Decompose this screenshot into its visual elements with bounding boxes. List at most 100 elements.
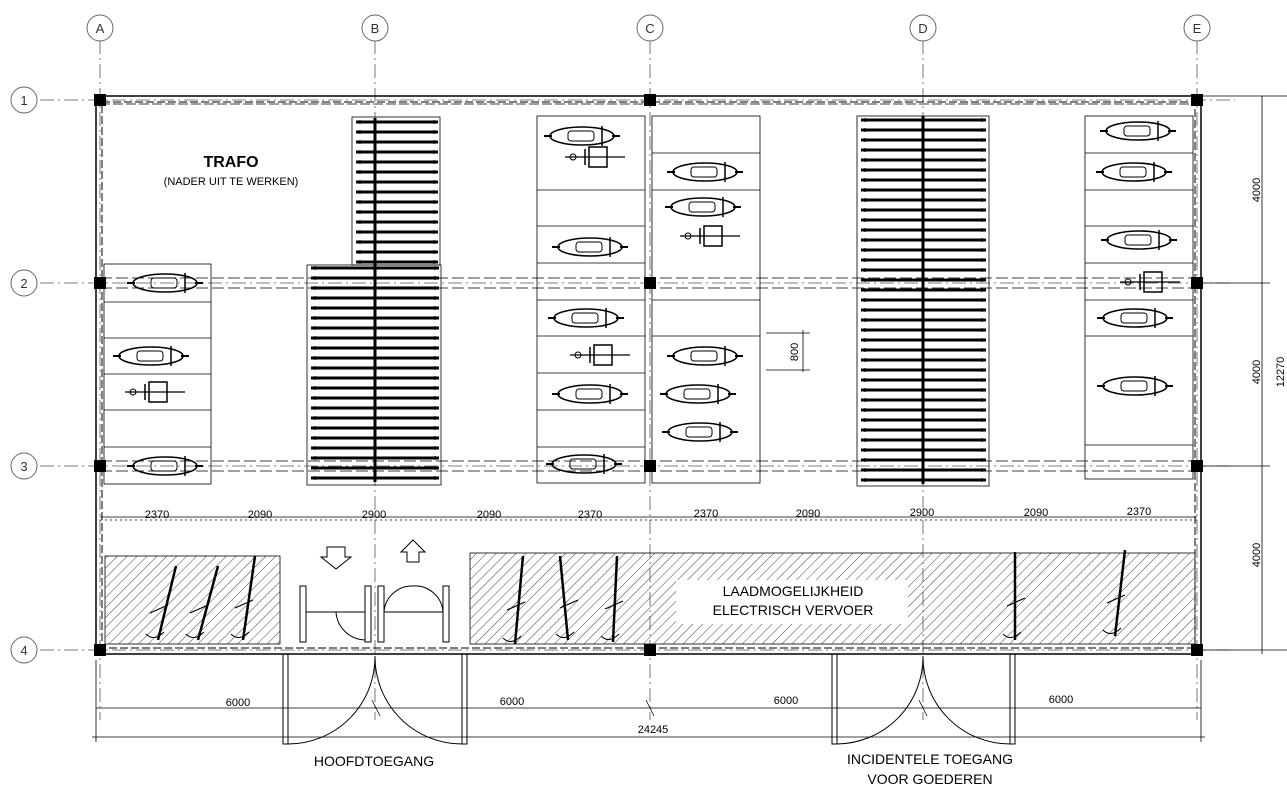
scooter-icon [548,308,624,328]
column-bubble-e: E [1183,14,1211,42]
bicycle-icon [356,150,438,154]
scooter-icon [662,422,738,442]
goods-entrance-label-line1: INCIDENTELE TOEGANG [847,751,1013,767]
dim-text: 4000 [1251,360,1263,384]
scooter-icon [667,162,743,182]
row-dimension-texts: 2370 2090 2900 2090 2370 2370 2090 2900 … [145,506,1151,521]
bicycle-icon [356,140,438,144]
bicycle-icon [356,220,438,224]
stall-dimension [766,330,810,372]
svg-text:E: E [1193,21,1202,36]
bicycle-icon [356,200,438,204]
dim-text: 2090 [1024,507,1048,519]
bicycle-icon [570,344,630,366]
bicycle-icon [356,240,438,244]
total-width-text: 24245 [638,724,669,736]
scooter-icon [1100,121,1176,141]
dim-text: 6000 [226,697,250,709]
bicycle-icon [356,130,438,134]
right-dimension-lines [1203,95,1287,654]
svg-text:D: D [918,21,927,36]
dim-text: 2900 [362,509,386,521]
dim-text: 2090 [796,508,820,520]
scooter-icon [552,384,628,404]
svg-text:3: 3 [20,459,27,474]
bicycle-icon [356,250,438,254]
dim-text: 2370 [694,508,718,520]
charging-label-line1: LAADMOGELIJKHEID [723,583,864,599]
bicycle-icon [356,120,438,124]
scooter-icon [552,237,628,257]
charging-zone-left [104,555,281,645]
column-bubble-b: B [361,14,389,42]
charging-bicycles [145,549,1127,645]
dim-text: 2090 [248,509,272,521]
dim-text: 2090 [477,509,501,521]
scooter-icon [546,454,622,474]
scooter-icon [1101,230,1177,250]
scooter-icon [127,456,203,476]
dim-text: 2900 [910,507,934,519]
bicycle-icon [555,555,579,641]
stall-width-text: 800 [789,343,801,361]
row-bubble-4: 4 [10,636,38,664]
dim-text: 6000 [774,695,798,707]
circulation-lines [100,516,1197,521]
arrow-up-icon [399,539,427,563]
structural-columns [94,94,1203,656]
bicycle-icon [680,225,740,247]
bottom-dimension-lines [92,660,1205,742]
bicycle-icon [502,555,526,645]
column-bubble-d: D [909,14,937,42]
bicycle-icon [185,565,220,641]
dim-text: 6000 [1049,694,1073,706]
bicycle-icon [565,146,625,168]
svg-text:B: B [371,21,380,36]
scooter-icon [113,346,189,366]
dim-text: 4000 [1251,178,1263,202]
row-bubble-1: 1 [10,86,38,114]
dim-text: 2370 [578,509,602,521]
main-entrance-label: HOOFDTOEGANG [314,753,434,769]
bicycle-icon [356,170,438,174]
svg-text:2: 2 [20,276,27,291]
svg-text:A: A [96,21,105,36]
goods-entrance-label-line2: VOOR GOEDEREN [867,771,992,787]
arrow-down-icon [319,546,353,570]
scooter-icon [127,273,203,293]
bicycle-icon [356,180,438,184]
main-entrance-doors [282,653,468,745]
scooter-icon [1096,162,1172,182]
stall-boxes [103,115,1194,485]
column-bubble-a: A [86,14,114,42]
bicycle-icon [356,160,438,164]
row-bubble-2: 2 [10,269,38,297]
scooter-icon [544,126,620,146]
scooter-icon [660,384,736,404]
goods-entrance-doors [831,653,1016,745]
bay-dimension-texts: 6000 6000 6000 6000 24245 [226,694,1073,736]
scooter-icon [667,346,743,366]
scooter-icon [1097,376,1173,396]
bicycle-icon [1102,549,1127,637]
bicycle-icon [356,190,438,194]
total-height-text: 12270 [1275,357,1287,388]
bicycle-icon [356,260,438,264]
inner-doors [299,585,450,643]
trafo-note: (NADER UIT TE WERKEN) [164,176,299,188]
bicycle-icon [1002,552,1026,640]
charging-zone-right [469,552,1196,645]
scooter-icon [665,197,741,217]
svg-text:C: C [645,21,654,36]
bicycle-icon [1120,271,1180,293]
bicycle-icon [356,230,438,234]
bicycle-icon [230,555,257,641]
bicycle-icon [600,555,624,643]
dim-text: 6000 [500,696,524,708]
right-dimension-texts: 4000 4000 4000 12270 800 [789,178,1287,567]
bicycle-rows [311,116,986,484]
scooters [113,121,1180,476]
svg-text:1: 1 [20,93,27,108]
bicycle-icon [356,210,438,214]
